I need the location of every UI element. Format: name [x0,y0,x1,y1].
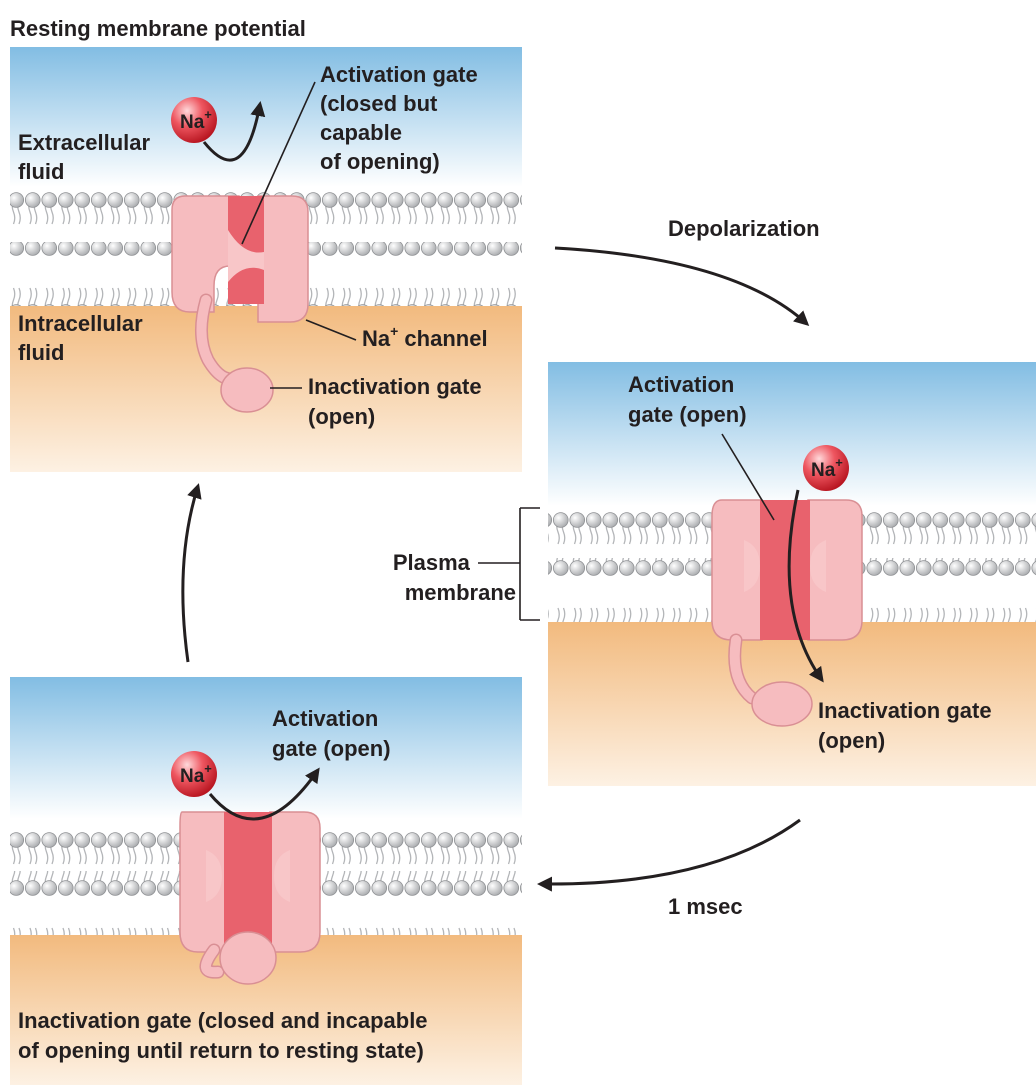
activation-gate-closed-label: Activation gate (closed but capable of o… [320,62,484,174]
diagram-title: Resting membrane potential [10,16,306,41]
sodium-ion: Na+ [171,751,217,797]
svg-text:Na+: Na+ [180,761,212,787]
ion-blocked-arrow [208,767,320,821]
sodium-ion: Na+ [803,445,849,491]
ion-blocked-arrow [202,101,266,162]
svg-text:Na+: Na+ [811,455,843,481]
depolarization-arrow [554,246,810,327]
extracellular-fluid-region [10,677,522,819]
panel-resting: Na+ Extracellular fluid Intracellular fl… [10,47,522,472]
inactivation-arrow [537,818,801,892]
panel-depolarized: Na+ Activation gate (open) Plasma membra… [393,362,1036,786]
activation-gate-open-label: Activation gate (open) [272,706,391,761]
sodium-ion: Na+ [171,97,217,143]
inactivation-gate-open-label: Inactivation gate (open) [308,374,488,429]
plasma-membrane-label: Plasma membrane [393,550,516,605]
inactivation-gate-open-label: Inactivation gate (open) [818,698,998,753]
intracellular-label: Intracellular fluid [18,311,149,365]
na-channel [179,811,321,985]
depolarization-label: Depolarization [668,216,820,241]
extracellular-fluid-region [548,362,1036,506]
na-channel [171,195,309,413]
panel-inactivated: Na+ Activation gate (open) Inactivation … [10,677,522,1085]
na-channel [711,499,863,727]
inactivation-gate-closed-label: Inactivation gate (closed and incapable … [18,1008,434,1063]
inactivation-gate-ball [220,367,274,413]
svg-text:Na+: Na+ [180,107,212,133]
return-to-rest-arrow [181,483,202,663]
activation-gate-open-label: Activation gate (open) [628,372,747,427]
extracellular-fluid-region [10,47,522,187]
inactivation-gate-ball [751,681,813,727]
extracellular-label: Extracellular fluid [18,130,156,184]
na-channel-label: Na+ channel [362,323,488,351]
ion-influx-arrow [787,489,824,683]
inactivation-gate-ball [219,931,277,985]
time-label: 1 msec [668,894,743,919]
